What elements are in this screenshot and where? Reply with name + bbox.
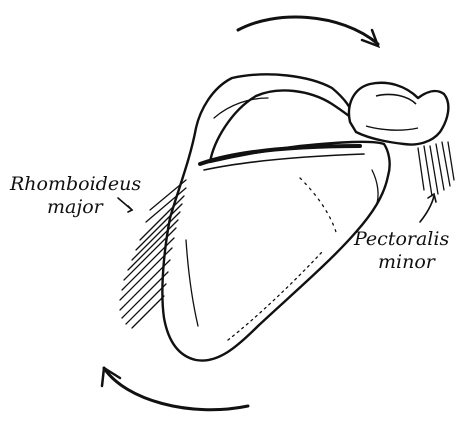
acromion-process: [349, 83, 448, 145]
pectoralis-label-line1: Pectoralis: [354, 228, 449, 250]
pectoralis-label-line2: minor: [378, 251, 435, 273]
pectoralis-minor-hatching: [418, 142, 454, 196]
rhomboideus-label-line2: major: [47, 196, 103, 218]
rhomboideus-label-line1: Rhomboideus: [10, 173, 141, 195]
upper-rotation-arrow: [238, 17, 378, 46]
lower-rotation-arrow: [102, 368, 248, 410]
